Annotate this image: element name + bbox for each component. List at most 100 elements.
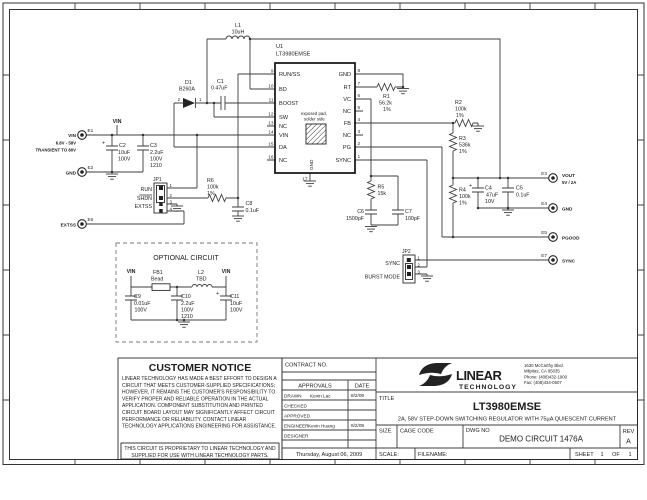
sheet-total: 1 bbox=[628, 452, 631, 458]
net-label-vin: VIN bbox=[113, 119, 122, 125]
sheet-number: 1 bbox=[600, 452, 603, 458]
d1-pin1: 1 bbox=[199, 97, 202, 102]
e4-label: GND bbox=[562, 207, 573, 212]
notice-line: PERFORMANCE OR RELIABILITY. CONTACT LINE… bbox=[122, 417, 247, 423]
dwg-no-value: DEMO CIRCUIT 1476A bbox=[499, 435, 584, 444]
resistor-r5: R5 15k bbox=[366, 180, 386, 200]
c11-plus: + bbox=[216, 291, 219, 297]
e3-id: E3 bbox=[541, 171, 547, 176]
logo-sub: TECHNOLOGY bbox=[459, 384, 517, 391]
u1-pad-note1: exposed pad, bbox=[301, 111, 327, 116]
r4-ref: R4 bbox=[459, 188, 466, 194]
u1-pin-nc16: NC bbox=[279, 158, 287, 164]
drawn-date: 8/2/09 bbox=[351, 393, 364, 398]
u1-pin-boost: BOOST bbox=[279, 101, 299, 107]
dwg-no-label: DWG NO bbox=[466, 428, 490, 434]
u1-pin-runss: RUN/SS bbox=[279, 72, 300, 78]
terminal-e5 bbox=[548, 232, 558, 242]
u1-pin-sw: SW bbox=[279, 115, 289, 121]
c11-ref: C11 bbox=[230, 294, 239, 300]
capacitor-c8: C8 0.1uF bbox=[246, 201, 260, 214]
engineer-label: ENGINEER bbox=[284, 424, 309, 429]
jp2-pos-sync: SYNC bbox=[385, 261, 400, 267]
capacitor-c3: C3 2.2uF 100V 1210 bbox=[150, 143, 164, 169]
u1-pinnum-5: 5 bbox=[358, 105, 361, 110]
jp2-pos-burst: BURST MODE bbox=[365, 275, 401, 281]
size-label: SIZE bbox=[379, 429, 392, 435]
r2-value: 100k bbox=[455, 107, 467, 113]
logo-name: LINEAR bbox=[456, 368, 503, 383]
e5-id: E5 bbox=[541, 230, 547, 235]
u1-pinnum-8: 8 bbox=[358, 68, 361, 73]
optional-title: OPTIONAL CIRCUIT bbox=[153, 255, 219, 262]
jp2-pin1: 1 bbox=[418, 256, 421, 261]
c1-ref: C1 bbox=[217, 79, 224, 85]
part-number-title: LT3980EMSE bbox=[473, 401, 541, 413]
e1-label: VIN bbox=[68, 133, 76, 138]
c6-value: 1500pF bbox=[346, 216, 365, 222]
filename-label: FILENAME: bbox=[418, 452, 448, 458]
engineer-date: 8/2/09 bbox=[351, 423, 364, 428]
e1-sub2: TRANSIENT TO 80V bbox=[35, 148, 76, 153]
terminal-e6 bbox=[77, 219, 87, 229]
c5-value: 0.1uF bbox=[516, 193, 530, 199]
d1-value: B260A bbox=[179, 87, 195, 93]
e6-label: EXTSS bbox=[61, 223, 76, 228]
u1-pin-nc5: NC bbox=[343, 109, 351, 115]
optional-vin-left: VIN bbox=[127, 269, 136, 275]
notice-line: APPLICATION. COMPONENT SUBSTITUTION AND … bbox=[122, 403, 263, 409]
c9-ref: C9 bbox=[134, 294, 141, 300]
c9-value: 0.01uF bbox=[134, 301, 151, 307]
customer-notice: CUSTOMER NOTICE LINEAR TECHNOLOGY HAS MA… bbox=[117, 357, 283, 460]
terminal-e7 bbox=[548, 255, 558, 265]
u1-pinnum-10: 10 bbox=[268, 84, 274, 89]
notice-title: CUSTOMER NOTICE bbox=[149, 362, 251, 374]
r2-tol: 1% bbox=[456, 113, 464, 119]
notice-proprietary-line: THIS CIRCUIT IS PROPRIETARY TO LINEAR TE… bbox=[124, 446, 276, 452]
resistor-r2: R2 100k 1% bbox=[454, 100, 474, 128]
d1-ref: D1 bbox=[185, 80, 192, 86]
e6-id: E6 bbox=[88, 217, 94, 222]
c5-ref: C5 bbox=[516, 186, 523, 192]
u1-pinnum-7: 7 bbox=[358, 81, 361, 86]
jp2-ref: JP2 bbox=[402, 249, 411, 255]
c10-volt: 100V bbox=[181, 308, 194, 314]
u1-pin-fb: FB bbox=[344, 121, 351, 127]
c2-ref: C2 bbox=[119, 143, 126, 149]
r5-ref: R5 bbox=[378, 185, 385, 191]
u1-part: LT3980EMSE bbox=[276, 52, 311, 58]
address-line: 1630 McCarthy Blvd. bbox=[524, 363, 564, 368]
notice-line: CIRCUIT THAT MEETS CUSTOMER-SUPPLIED SPE… bbox=[122, 383, 275, 389]
subtitle: 2A, 58V STEP-DOWN SWITCHING REGULATOR WI… bbox=[398, 417, 617, 423]
capacitor-c5: C5 0.1uF bbox=[516, 186, 530, 199]
address-line: Milpitas, CA 95035 bbox=[524, 369, 560, 374]
designer-label: DESIGNER bbox=[284, 434, 309, 439]
u1-pinnum-1: 1 bbox=[358, 154, 361, 159]
notice-line: TECHNOLOGY APPLICATIONS ENGINEERING FOR … bbox=[122, 424, 276, 430]
company-address: 1630 McCarthy Blvd. Milpitas, CA 95035 P… bbox=[524, 363, 568, 385]
c6-ref: C6 bbox=[357, 209, 364, 215]
l1-value: 10uH bbox=[232, 30, 245, 36]
capacitor-c4: + C4 47uF 10V bbox=[469, 183, 499, 205]
l2-value: TBD bbox=[196, 277, 207, 283]
notice-line: LINEAR TECHNOLOGY HAS MADE A BEST EFFORT… bbox=[122, 376, 277, 382]
c2-value: 10uF bbox=[118, 150, 131, 156]
terminal-e1 bbox=[77, 130, 87, 140]
address-line: Phone: (408)432-1900 bbox=[524, 374, 568, 379]
l2-ref: L2 bbox=[198, 270, 204, 276]
r4-tol: 1% bbox=[459, 201, 467, 207]
u1-pin-gnd: GND bbox=[339, 72, 351, 78]
u1-pinnum-3: 3 bbox=[358, 129, 361, 134]
c7-ref: C7 bbox=[405, 209, 412, 215]
u1-exposed-pad bbox=[305, 123, 327, 145]
jp1-pin1: 1 bbox=[170, 183, 173, 188]
approved-label: APPROVED bbox=[284, 414, 311, 419]
junction-dots bbox=[110, 37, 510, 322]
c7-value: 100pF bbox=[405, 216, 421, 222]
e7-label: SYNC bbox=[562, 259, 576, 264]
linear-technology-logo: LINEAR TECHNOLOGY bbox=[419, 363, 517, 391]
r6-ref: R6 bbox=[207, 178, 214, 184]
r1-ref: R1 bbox=[383, 94, 390, 100]
l1-ref: L1 bbox=[235, 23, 241, 29]
u1-pad-gnd-label: GND bbox=[309, 159, 314, 170]
